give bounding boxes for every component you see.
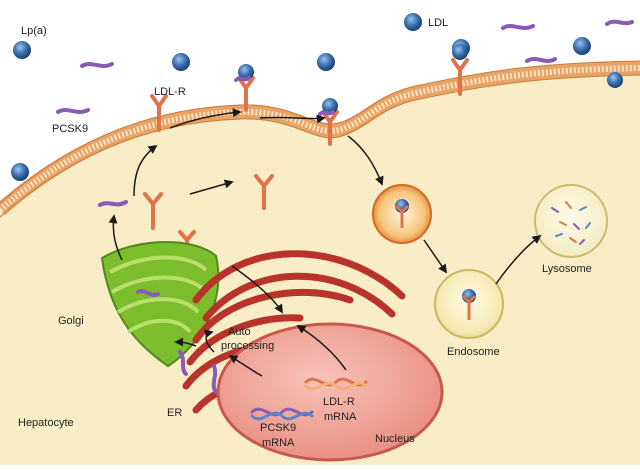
lysosome-fragments — [551, 201, 591, 245]
label-pcsk9: PCSK9 — [52, 123, 88, 135]
label-hepatocyte: Hepatocyte — [18, 417, 74, 429]
label-er: ER — [167, 407, 182, 419]
lysosome — [534, 184, 608, 258]
label-golgi: Golgi — [58, 315, 84, 327]
label-lysosome: Lysosome — [542, 263, 592, 275]
label-processing: processing — [221, 340, 274, 352]
er-pcsk9 — [178, 350, 218, 394]
label-ldlr-mrna-1: LDL-R — [323, 396, 355, 408]
label-lpa: Lp(a) — [21, 25, 47, 37]
pcsk9-molecules — [56, 19, 634, 207]
mrna-strands — [250, 377, 368, 421]
label-auto: Auto — [228, 326, 251, 338]
label-ldlr-mrna-2: mRNA — [324, 411, 357, 423]
label-pcsk9-mrna-2: mRNA — [262, 437, 295, 449]
labels: Lp(a) LDL LDL-R PCSK9 Golgi Auto process… — [18, 17, 592, 449]
bound-complexes — [234, 44, 468, 116]
label-ldl: LDL — [428, 17, 448, 29]
plasma-membrane — [0, 60, 640, 218]
label-endosome: Endosome — [447, 346, 500, 358]
pathway-arrows — [108, 108, 542, 377]
cytoplasm — [0, 68, 640, 465]
label-nucleus: Nucleus — [375, 433, 415, 445]
golgi — [100, 241, 220, 368]
label-ldl-r: LDL-R — [154, 86, 186, 98]
label-pcsk9-mrna-1: PCSK9 — [260, 422, 296, 434]
lipoprotein-particles — [11, 13, 623, 181]
intracellular-receptors — [143, 174, 274, 264]
